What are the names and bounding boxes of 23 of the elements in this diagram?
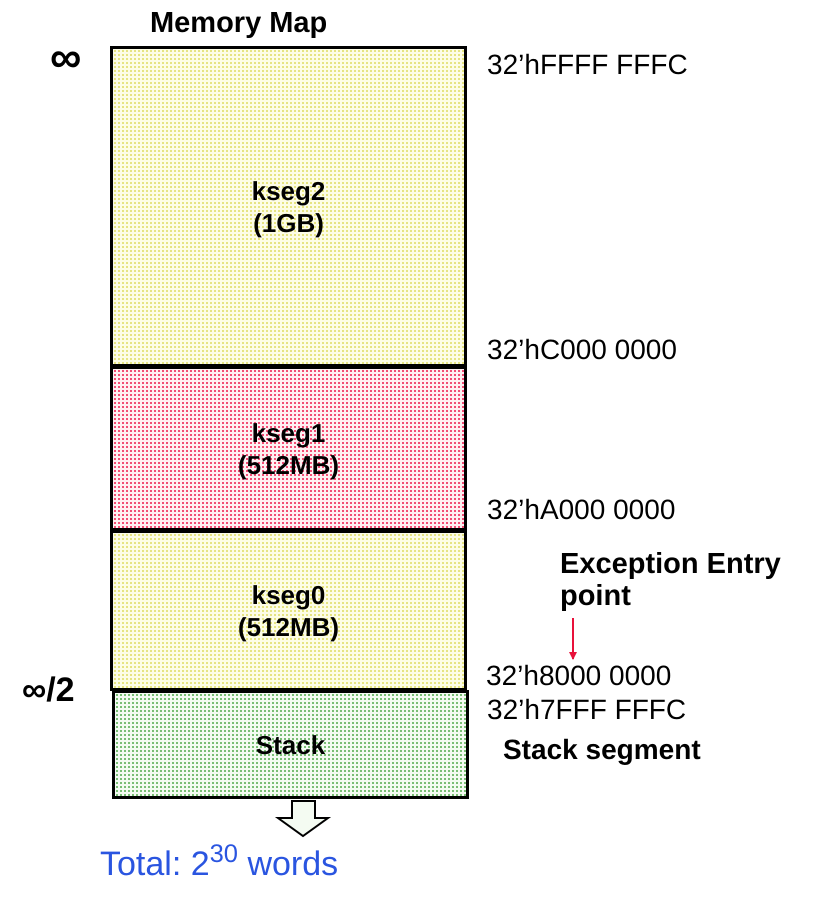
memory-segment bbox=[110, 366, 467, 531]
memory-segment bbox=[110, 46, 467, 367]
address-label: Stack segment bbox=[503, 733, 701, 767]
diagram-title: Memory Map bbox=[150, 6, 328, 40]
address-label: 32’hFFFF FFFC bbox=[487, 48, 688, 82]
address-label: 32’h7FFF FFFC bbox=[487, 694, 686, 726]
memory-segment bbox=[110, 530, 467, 691]
segment-label: kseg0 bbox=[252, 578, 326, 610]
address-label: ∞ bbox=[50, 38, 82, 78]
memory-segment bbox=[112, 690, 469, 799]
annotation-text: Exception Entry point bbox=[560, 548, 782, 612]
segment-label: (512MB) bbox=[238, 610, 340, 642]
address-label: 32’hC000 0000 bbox=[487, 333, 677, 367]
segment-label: (512MB) bbox=[238, 448, 340, 480]
caption: Total: 2$^{30}$ words bbox=[100, 842, 338, 885]
address-label: ∞/2 bbox=[22, 670, 75, 710]
address-label: 32’hA000 0000 bbox=[487, 493, 676, 527]
segment-label: kseg1 bbox=[252, 416, 326, 448]
annotation-text: 32’h8000 0000 bbox=[486, 660, 672, 692]
segment-label: (1GB) bbox=[253, 206, 324, 238]
arrow bbox=[569, 618, 577, 660]
segment-label: Stack bbox=[256, 728, 326, 760]
segment-label: kseg2 bbox=[252, 174, 326, 206]
